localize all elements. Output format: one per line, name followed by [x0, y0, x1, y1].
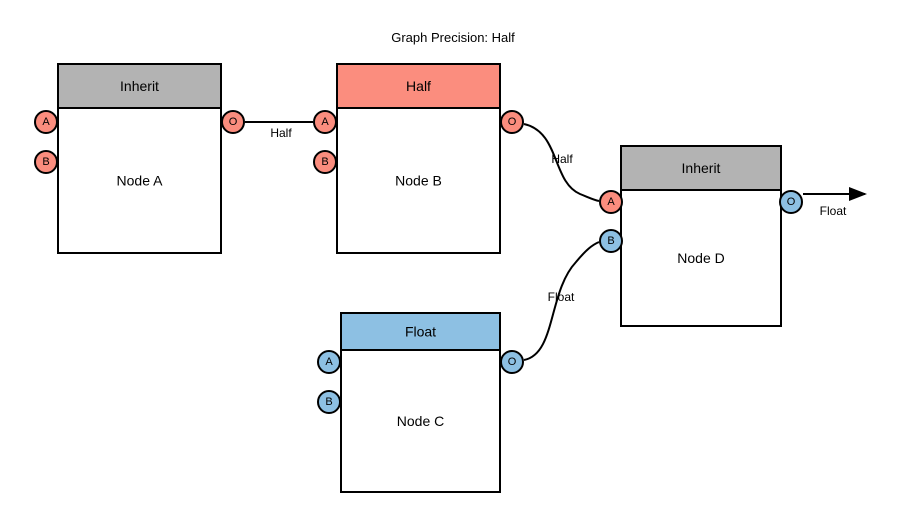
port-b-in-b-label: B: [321, 156, 328, 168]
node-a-header[interactable]: [57, 63, 222, 109]
port-d-out[interactable]: O: [779, 190, 803, 214]
node-d-title: Node D: [677, 250, 724, 266]
port-c-in-b-label: B: [325, 396, 332, 408]
port-d-in-a-label: A: [607, 196, 615, 208]
page-title: Graph Precision: Half: [391, 30, 515, 45]
port-c-in-a-label: A: [325, 356, 333, 368]
port-a-in-b-label: B: [42, 156, 49, 168]
edge-c-to-d-line[interactable]: [523, 241, 600, 361]
port-c-in-a-circle[interactable]: [317, 350, 341, 374]
port-a-out[interactable]: O: [221, 110, 245, 134]
port-c-out[interactable]: O: [500, 350, 524, 374]
port-b-in-a-label: A: [321, 116, 329, 128]
port-d-out-label: O: [787, 196, 796, 208]
port-b-in-a[interactable]: A: [313, 110, 337, 134]
port-d-in-b-label: B: [607, 235, 614, 247]
port-a-in-a-circle[interactable]: [34, 110, 58, 134]
node-d-header-label: Inherit: [682, 160, 721, 176]
port-b-out-circle[interactable]: [500, 110, 524, 134]
node-b-title: Node B: [395, 173, 442, 189]
node-b-header[interactable]: [336, 63, 501, 109]
edge-a-to-b-label: Half: [270, 126, 292, 140]
port-a-out-label: O: [229, 116, 238, 128]
node-b-header-label: Half: [406, 78, 431, 94]
port-d-in-a-circle[interactable]: [599, 190, 623, 214]
node-c-header-label: Float: [405, 324, 436, 340]
port-c-out-label: O: [508, 356, 517, 368]
port-c-in-b-circle[interactable]: [317, 390, 341, 414]
port-b-out-label: O: [508, 116, 517, 128]
port-d-in-b-circle[interactable]: [599, 229, 623, 253]
port-a-in-b[interactable]: B: [34, 150, 58, 174]
edge-c-to-d[interactable]: Float: [523, 241, 600, 361]
edge-d-output-label: Float: [820, 204, 847, 218]
edge-b-to-d[interactable]: Half: [523, 123, 600, 202]
edge-d-output[interactable]: Float: [803, 187, 867, 218]
node-c-header[interactable]: [340, 312, 501, 351]
node-a-title: Node A: [117, 173, 164, 189]
edge-c-to-d-label: Float: [548, 290, 575, 304]
port-c-in-b[interactable]: B: [317, 390, 341, 414]
port-b-in-a-circle[interactable]: [313, 110, 337, 134]
node-d-header[interactable]: [620, 145, 782, 191]
port-b-in-b-circle[interactable]: [313, 150, 337, 174]
port-a-in-a[interactable]: A: [34, 110, 58, 134]
port-d-in-a[interactable]: A: [599, 190, 623, 214]
edge-a-to-b[interactable]: Half: [245, 121, 313, 140]
port-c-out-circle[interactable]: [500, 350, 524, 374]
port-c-in-a[interactable]: A: [317, 350, 341, 374]
edge-b-to-d-label: Half: [551, 152, 573, 166]
port-b-in-b[interactable]: B: [313, 150, 337, 174]
node-c-title: Node C: [397, 413, 444, 429]
edge-b-to-d-line[interactable]: [523, 123, 600, 202]
port-a-out-circle[interactable]: [221, 110, 245, 134]
port-a-in-a-label: A: [42, 116, 50, 128]
node-a-header-label: Inherit: [120, 78, 159, 94]
port-b-out[interactable]: O: [500, 110, 524, 134]
port-d-in-b[interactable]: B: [599, 229, 623, 253]
port-a-in-b-circle[interactable]: [34, 150, 58, 174]
port-d-out-circle[interactable]: [779, 190, 803, 214]
